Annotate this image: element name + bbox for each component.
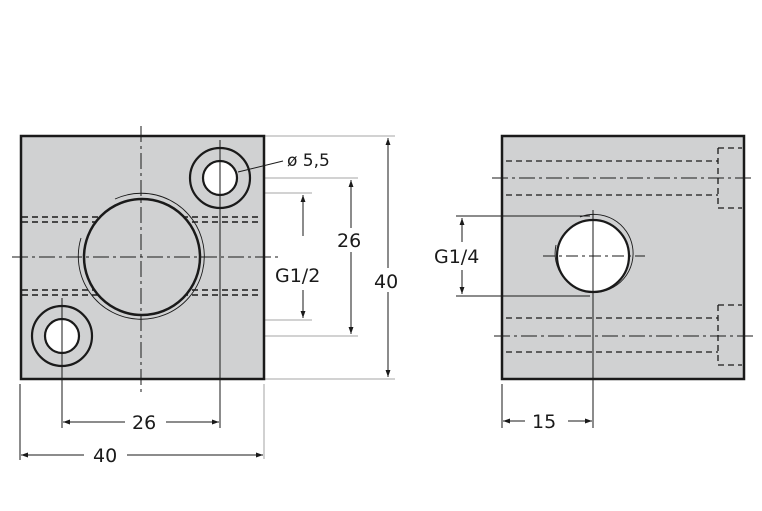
side-port-thread-label: G1/4 [434,246,479,268]
hole-spacing-horizontal-label: 26 [132,412,156,434]
hidden-bores-side [506,147,742,366]
height-label: 40 [374,271,398,293]
front-view: ø 5,5 G1/2 26 40 26 40 [12,126,398,467]
diameter-leader [237,160,284,173]
width-label: 40 [93,445,117,467]
side-view: G1/4 15 [434,134,754,433]
hole-diameter-label: ø 5,5 [287,151,330,171]
thread-arc [77,192,205,320]
port-offset-label: 15 [532,411,556,433]
port-thread-label: G1/2 [275,265,320,287]
center-lines [12,126,282,460]
hole-spacing-vertical-label: 26 [337,230,361,252]
